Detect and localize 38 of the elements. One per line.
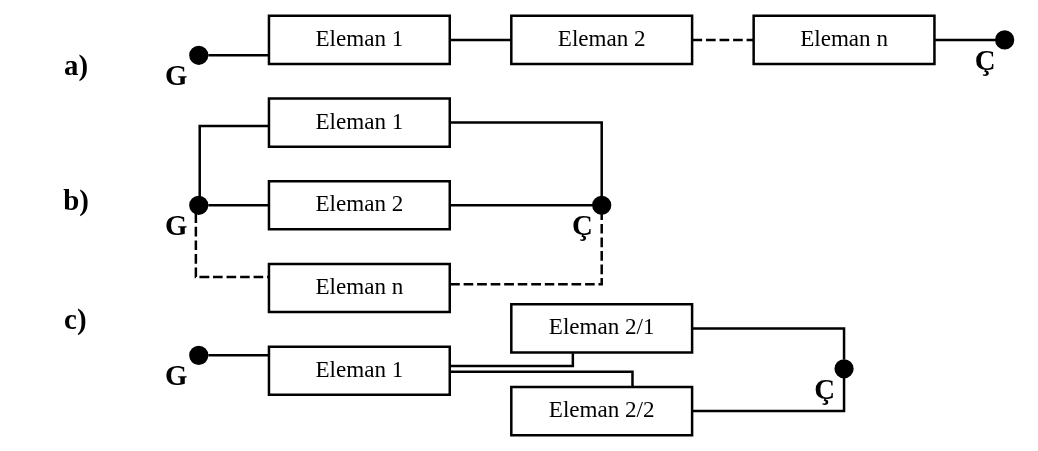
node-box: Eleman 1 <box>267 14 451 66</box>
connector <box>692 327 846 360</box>
node-label: G <box>165 209 188 242</box>
node-circle <box>189 45 209 65</box>
node-box: Eleman 2 <box>510 14 694 66</box>
connector <box>449 353 575 368</box>
node-label: Ç <box>571 209 593 242</box>
connector <box>692 38 754 42</box>
node-box: Eleman 2/1 <box>510 303 694 354</box>
node-box: Eleman 2/2 <box>510 385 694 437</box>
node-circle <box>592 195 612 215</box>
label: b) <box>63 184 89 217</box>
node-box: Eleman 1 <box>267 97 451 148</box>
connector <box>450 38 512 42</box>
node-circle <box>189 195 209 215</box>
node-label: G <box>165 359 188 392</box>
connector <box>208 354 269 357</box>
node-circle <box>834 359 854 379</box>
node-box: Eleman n <box>752 14 936 66</box>
label: c) <box>64 303 87 336</box>
label: a) <box>64 49 89 82</box>
connector <box>208 54 269 57</box>
connector <box>450 214 603 286</box>
connector <box>450 204 593 207</box>
connector <box>208 204 269 207</box>
node-label: Ç <box>814 372 836 405</box>
connector <box>934 38 996 42</box>
connector <box>692 377 846 413</box>
connector <box>194 213 269 279</box>
connector <box>450 121 603 197</box>
node-circle <box>995 30 1015 50</box>
connector <box>198 124 269 197</box>
node-label: Ç <box>974 43 996 76</box>
node-box: Eleman 2 <box>267 180 451 231</box>
node-box: Eleman 1 <box>267 345 451 396</box>
node-label: G <box>165 59 188 92</box>
node-box: Eleman n <box>267 262 451 314</box>
node-circle <box>189 345 209 365</box>
